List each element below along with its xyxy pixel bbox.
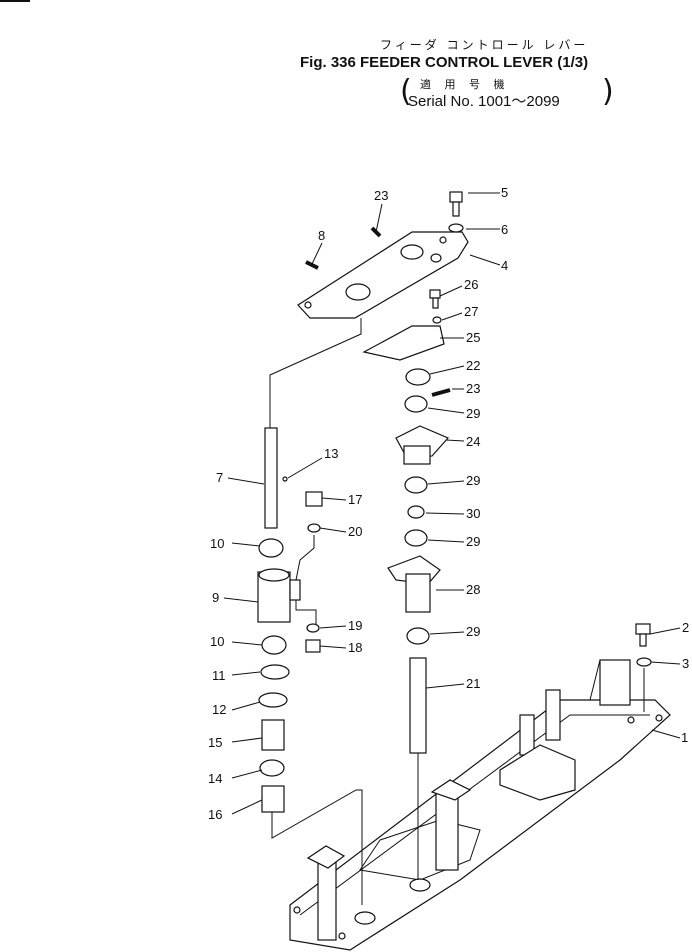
callout-labels: 5 6 4 23 8 26 27 25 22 23 29 24 29 30 29…	[208, 185, 689, 822]
callout-23-mid: 23	[466, 381, 480, 396]
callout-26: 26	[464, 277, 478, 292]
top-plate-part	[297, 231, 469, 319]
left-column-parts	[257, 318, 363, 905]
callout-29-c: 29	[466, 534, 480, 549]
callout-22: 22	[466, 358, 480, 373]
title-japanese: フィーダ コントロール レバー	[380, 38, 589, 52]
leader-lines	[223, 192, 681, 815]
callout-19: 19	[348, 618, 362, 633]
bolt-washer-right	[635, 623, 652, 712]
callout-25: 25	[466, 330, 480, 345]
callout-2: 2	[682, 620, 689, 635]
callout-11: 11	[212, 668, 226, 683]
corner-mark	[0, 0, 30, 2]
callout-23-top: 23	[374, 188, 388, 203]
left-parenthesis: (	[400, 74, 412, 109]
callout-14: 14	[208, 771, 222, 786]
callout-13: 13	[324, 446, 338, 461]
right-column-parts	[362, 325, 451, 880]
callout-17: 17	[348, 492, 362, 507]
callout-29-a: 29	[466, 406, 480, 421]
callout-29-d: 29	[466, 624, 480, 639]
callout-7: 7	[216, 470, 223, 485]
figure-title: Fig. 336 FEEDER CONTROL LEVER (1/3)	[300, 54, 589, 71]
right-parenthesis: )	[602, 74, 614, 109]
callout-20: 20	[348, 524, 362, 539]
callout-1: 1	[681, 730, 688, 745]
callout-21: 21	[466, 676, 480, 691]
callout-30: 30	[466, 506, 480, 521]
bolts-top	[305, 191, 464, 324]
base-frame-part	[289, 659, 671, 951]
callout-24: 24	[466, 434, 480, 449]
callout-8: 8	[318, 228, 325, 243]
serial-label-japanese: 適 用 号 機	[420, 78, 510, 91]
callout-10-lower: 10	[210, 634, 224, 649]
callout-3: 3	[682, 656, 689, 671]
callout-6: 6	[501, 222, 508, 237]
callout-4: 4	[501, 258, 508, 273]
callout-12: 12	[212, 702, 226, 717]
callout-9: 9	[212, 590, 219, 605]
callout-28: 28	[466, 582, 480, 597]
callout-18: 18	[348, 640, 362, 655]
callout-16: 16	[208, 807, 222, 822]
callout-5: 5	[501, 185, 508, 200]
callout-15: 15	[208, 735, 222, 750]
callout-10-upper: 10	[210, 536, 224, 551]
callout-27: 27	[464, 304, 478, 319]
serial-range: Serial No. 1001～2099	[408, 93, 560, 110]
callout-29-b: 29	[466, 473, 480, 488]
